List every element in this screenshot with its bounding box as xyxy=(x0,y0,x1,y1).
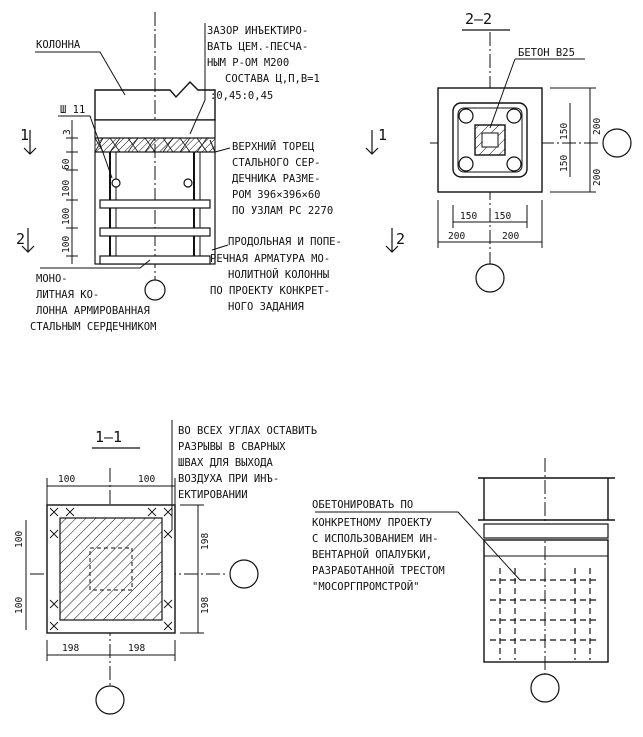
rebar-note-5: НОГО ЗАДАНИЯ xyxy=(228,301,304,313)
left-elevation-detail: 3 60 100 100 100 1 1 2 2 КОЛОННА Ш 11 ЗА… xyxy=(16,12,405,333)
leader-w11 xyxy=(58,115,113,179)
top-end-note-3: ДЕЧНИКА РАЗМЕ- xyxy=(232,173,321,185)
concrete-note-5: РАЗРАБОТАННОЙ ТРЕСТОМ xyxy=(312,564,445,577)
gap-note-4: СОСТАВА Ц,П,В=1 xyxy=(225,73,320,85)
dim-150-right: 150 xyxy=(494,211,511,222)
concrete-note-4: ВЕНТАРНОЙ ОПАЛУБКИ, xyxy=(312,548,432,561)
gap-note-1: ЗАЗОР ИНЪЕКТИРО- xyxy=(207,25,308,37)
section-mark-2-left: 2 xyxy=(16,230,25,248)
leader-concrete xyxy=(315,511,521,581)
section-1-1-hatched xyxy=(59,517,163,621)
top-end-note-1: ВЕРХНИЙ ТОРЕЦ xyxy=(232,140,315,153)
axis-bubble-2-2-right xyxy=(602,128,632,158)
section-1-1: 1–1 100 100 100 100 198 198 198 198 xyxy=(14,420,317,715)
axis-bubble-right xyxy=(530,673,560,703)
gap-note-5: :0,45:0,45 xyxy=(210,90,273,102)
rebar-note-3: НОЛИТНОЙ КОЛОННЫ xyxy=(228,268,329,281)
dim-198-right-top: 198 xyxy=(200,533,211,550)
weld-note-4: ВОЗДУХА ПРИ ИНЪ- xyxy=(178,473,279,485)
top-end-note-4: РОМ 396×396×60 xyxy=(232,189,321,201)
section-2-2-title: 2–2 xyxy=(465,10,492,28)
mono-note-4: СТАЛЬНЫМ СЕРДЕЧНИКОМ xyxy=(30,321,156,333)
top-end-note-5: ПО УЗЛАМ РС 2270 xyxy=(232,205,333,217)
column-top-right xyxy=(478,477,615,521)
concrete-note-1: ОБЕТОНИРОВАТЬ ПО xyxy=(312,499,413,511)
grout-layer xyxy=(94,137,216,153)
dim-100-left-top: 100 xyxy=(14,531,25,548)
label-w11: Ш 11 xyxy=(60,104,85,116)
dim-198-bot-left: 198 xyxy=(62,643,79,654)
rebar-note-1: ПРОДОЛЬНАЯ И ПОПЕ- xyxy=(228,236,342,248)
stirrup-1 xyxy=(99,199,211,209)
section-2-2-stirrup xyxy=(452,102,528,178)
section-mark-1-right: 1 xyxy=(378,126,387,144)
steel-core-top xyxy=(94,119,216,139)
dim-200-bot-right: 200 xyxy=(502,231,519,242)
dim-100-c: 100 xyxy=(61,236,72,253)
concrete-note-6: "МОСОРГПРОМСТРОЙ" xyxy=(312,580,419,593)
rebar-note-2: РЕЧНАЯ АРМАТУРА МО- xyxy=(210,253,330,265)
weld-cross-marks xyxy=(49,507,173,631)
gap-note-3: НЫМ Р-ОМ М200 xyxy=(207,57,289,69)
section-mark-2-right: 2 xyxy=(396,230,405,248)
axis-bubble-left xyxy=(144,279,166,301)
encased-column-right xyxy=(483,539,609,663)
weld-note-2: РАЗРЫВЫ В СВАРНЫХ xyxy=(178,441,286,453)
section-1-1-title: 1–1 xyxy=(95,428,122,446)
dim-100-top-left: 100 xyxy=(58,474,75,485)
concrete-label: БЕТОН В25 xyxy=(518,47,575,59)
dim-60: 60 xyxy=(61,158,72,170)
dim-100-left-bot: 100 xyxy=(14,597,25,614)
concrete-note-3: С ИСПОЛЬЗОВАНИЕМ ИН- xyxy=(312,533,438,545)
dim-150-v2: 150 xyxy=(559,155,570,172)
axis-bubble-1-1-bottom xyxy=(95,685,125,715)
leader-gap xyxy=(189,23,206,135)
concrete-note-2: КОНКРЕТНОМУ ПРОЕКТУ xyxy=(312,517,432,529)
dim-200-bot-left: 200 xyxy=(448,231,465,242)
weld-note-3: ШВАХ ДЛЯ ВЫХОДА xyxy=(178,457,274,469)
leader-top-end xyxy=(209,139,231,153)
dim-198-right-bot: 198 xyxy=(200,597,211,614)
weld-note-5: ЕКТИРОВАНИИ xyxy=(178,489,248,501)
dim-150-v1: 150 xyxy=(559,123,570,140)
rebar-note-4: ПО ПРОЕКТУ КОНКРЕТ- xyxy=(210,285,330,297)
right-elevation-detail: ОБЕТОНИРОВАТЬ ПО КОНКРЕТНОМУ ПРОЕКТУ С И… xyxy=(312,458,615,703)
rebar-dot-left xyxy=(111,178,121,188)
axis-bubble-1-1-right xyxy=(229,559,259,589)
mono-note-1: МОНО- xyxy=(36,273,68,285)
mono-note-3: ЛОННА АРМИРОВАННАЯ xyxy=(36,305,150,317)
dashed-rebar-pattern xyxy=(490,568,600,660)
dim-150-left: 150 xyxy=(460,211,477,222)
rebar-dot-right xyxy=(183,178,193,188)
leader-column xyxy=(35,51,126,96)
dim-100-a: 100 xyxy=(61,180,72,197)
core-band-right xyxy=(483,523,609,539)
section-mark-1-left: 1 xyxy=(20,126,29,144)
top-end-note-2: СТАЛЬНОГО СЕР- xyxy=(232,157,321,169)
stirrup-3 xyxy=(99,255,211,265)
dim-200-right-bot: 200 xyxy=(592,169,603,186)
leader-rebar xyxy=(211,244,229,251)
dim-100-b: 100 xyxy=(61,208,72,225)
weld-note-1: ВО ВСЕХ УГЛАХ ОСТАВИТЬ xyxy=(178,425,317,437)
section-2-2: 2–2 БЕТОН В25 150 150 200 200 150 150 xyxy=(430,10,632,293)
stirrup-2 xyxy=(99,227,211,237)
gap-note-2: ВАТЬ ЦЕМ.-ПЕСЧА- xyxy=(207,41,308,53)
dim-100-top-right: 100 xyxy=(138,474,155,485)
mono-note-2: ЛИТНАЯ КО- xyxy=(36,289,99,301)
dim-3: 3 xyxy=(62,129,73,135)
grout-cross-pattern xyxy=(94,137,208,153)
label-column: КОЛОННА xyxy=(36,39,81,51)
axis-bubble-2-2-bottom xyxy=(475,263,505,293)
leader-mono xyxy=(40,259,151,269)
dim-200-right-top: 200 xyxy=(592,118,603,135)
dim-198-bot-right: 198 xyxy=(128,643,145,654)
